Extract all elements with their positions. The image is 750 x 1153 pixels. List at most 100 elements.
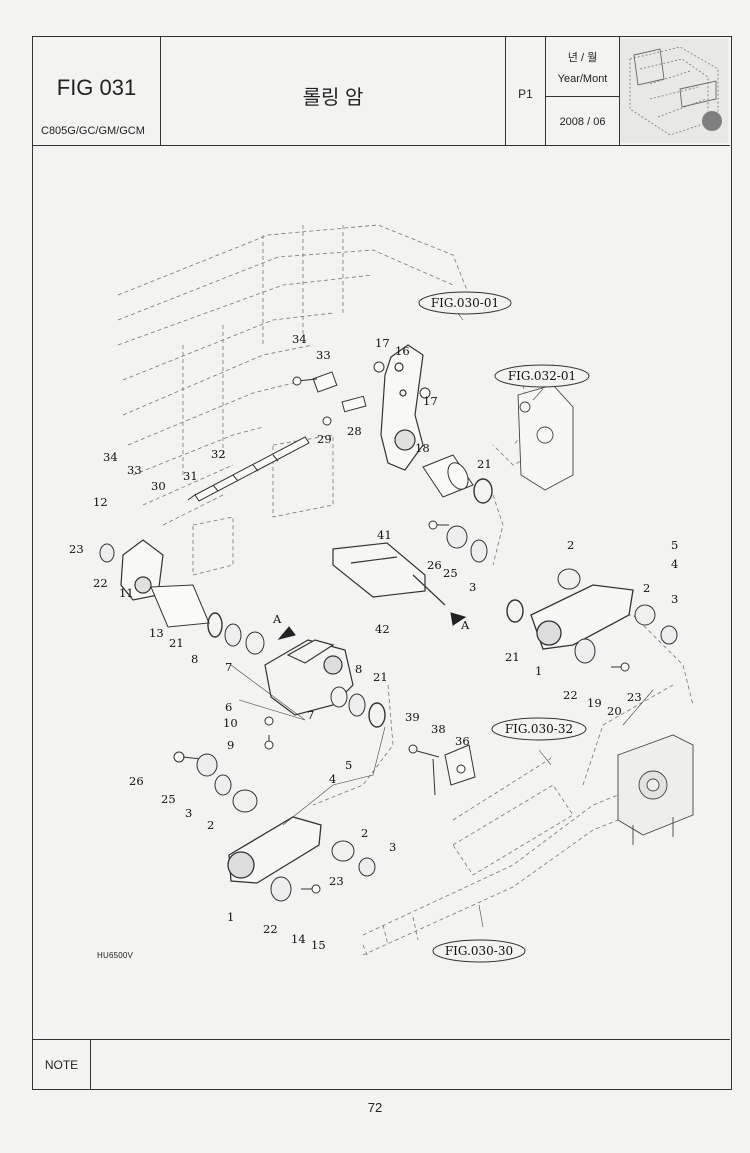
bushing-2-lower-right (331, 840, 355, 862)
date-divider (546, 96, 619, 97)
leader-lines (230, 301, 654, 928)
svg-text:8: 8 (191, 652, 198, 666)
ref-fig-030-32: FIG.030-32 (491, 717, 587, 741)
svg-text:8: 8 (355, 662, 362, 676)
ring-21-right (506, 599, 524, 623)
svg-text:7: 7 (307, 708, 314, 722)
page-frame: FIG 031 C805G/GC/GM/GCM 롤링 암 P1 년 / 월 Ye… (32, 36, 732, 1090)
svg-text:2: 2 (643, 581, 650, 595)
arrow-a-right (450, 612, 467, 626)
date-cell: 년 / 월 Year/Mont 2008 / 06 (546, 37, 620, 145)
bushing-8-right (348, 693, 366, 717)
svg-text:15: 15 (311, 938, 326, 952)
svg-text:2: 2 (207, 818, 214, 832)
svg-text:33: 33 (316, 348, 331, 362)
machine-thumbnail-icon (620, 39, 728, 143)
svg-text:20: 20 (607, 704, 622, 718)
svg-text:19: 19 (587, 696, 602, 710)
washer-22-lower (270, 876, 292, 902)
bushing-2-upper (557, 568, 581, 590)
page-title: 롤링 암 (302, 87, 364, 109)
svg-text:38: 38 (431, 722, 446, 736)
bushing-7-right (330, 686, 348, 708)
shaft-18 (422, 454, 474, 498)
bushing-7-left (245, 631, 265, 655)
svg-text:23: 23 (69, 542, 84, 556)
bracket-36 (444, 744, 476, 786)
washer-25-lower (196, 753, 218, 777)
svg-text:16: 16 (395, 344, 410, 358)
rolling-arm-exploded-diagram: 34 33 17 16 17 29 28 18 21 32 31 34 33 3… (69, 224, 694, 963)
arm-16 (380, 344, 424, 471)
header-block: FIG 031 C805G/GC/GM/GCM 롤링 암 P1 년 / 월 Ye… (33, 37, 730, 146)
ring-21-left (207, 612, 223, 638)
arrow-a-left (277, 626, 296, 640)
page-code: P1 (518, 87, 533, 101)
svg-text:28: 28 (347, 424, 362, 438)
note-row: NOTE (33, 1039, 730, 1090)
svg-text:33: 33 (127, 463, 142, 477)
svg-text:22: 22 (563, 688, 578, 702)
fig-number: FIG 031 (56, 75, 137, 100)
svg-text:11: 11 (119, 586, 134, 600)
arm-1-right (530, 584, 634, 650)
svg-text:39: 39 (405, 710, 420, 724)
note-label: NOTE (44, 1058, 79, 1072)
drawing-code: HU6500V (97, 951, 134, 960)
svg-text:1: 1 (227, 910, 234, 924)
washer-22-left (99, 543, 115, 563)
ring-21-upper (473, 478, 493, 504)
ref-fig-030-01: FIG.030-01 (418, 291, 512, 315)
bushing-2-right (634, 604, 656, 626)
svg-text:25: 25 (443, 566, 458, 580)
svg-text:2: 2 (567, 538, 574, 552)
bolt-26-upper (428, 520, 449, 530)
bolt-23-lower (301, 884, 321, 894)
arm-1-lower (227, 816, 322, 884)
svg-text:34: 34 (103, 450, 118, 464)
svg-text:36: 36 (455, 734, 470, 748)
svg-text:1: 1 (535, 664, 542, 678)
ring-21-mid (368, 702, 386, 728)
page-number: 72 (367, 1100, 383, 1115)
svg-text:23: 23 (329, 874, 344, 888)
date-label-kr: 년 / 월 (567, 52, 598, 64)
svg-text:12: 12 (93, 495, 108, 509)
svg-text:21: 21 (477, 457, 492, 471)
bushing-8-left (224, 623, 242, 647)
slider-41 (332, 542, 446, 606)
svg-text:4: 4 (329, 772, 336, 786)
bolt-38-39 (408, 744, 440, 796)
bolt-23-right (611, 662, 630, 672)
svg-text:13: 13 (149, 626, 164, 640)
note-label-cell: NOTE (33, 1040, 91, 1090)
ref-fig-032-01: FIG.032-01 (494, 364, 590, 388)
svg-text:5: 5 (671, 538, 678, 552)
washer-22-right (574, 638, 596, 664)
part-callouts: 34 33 17 16 17 29 28 18 21 32 31 34 33 3… (69, 332, 678, 952)
svg-text:14: 14 (291, 932, 306, 946)
svg-text:17: 17 (375, 336, 390, 350)
svg-text:34: 34 (292, 332, 307, 346)
bracket-33-upper (292, 361, 385, 426)
svg-text:3: 3 (389, 840, 396, 854)
svg-text:3: 3 (185, 806, 192, 820)
svg-text:23: 23 (627, 690, 642, 704)
bushing-3-upper (470, 539, 488, 563)
svg-text:7: 7 (225, 660, 232, 674)
svg-text:31: 31 (183, 469, 198, 483)
pin-17-lower (419, 387, 431, 399)
shaft-32 (187, 436, 310, 502)
svg-text:2: 2 (361, 826, 368, 840)
svg-text:21: 21 (373, 670, 388, 684)
svg-text:FIG.032-01: FIG.032-01 (508, 369, 576, 383)
svg-text:A: A (460, 618, 470, 632)
svg-text:9: 9 (227, 738, 234, 752)
svg-text:4: 4 (671, 557, 678, 571)
svg-text:3: 3 (469, 580, 476, 594)
bushing-3-right (660, 625, 678, 645)
page-code-cell: P1 (506, 37, 546, 145)
svg-text:22: 22 (263, 922, 278, 936)
date-value: 2008 / 06 (559, 116, 606, 128)
bolt-26-lower (173, 751, 202, 763)
